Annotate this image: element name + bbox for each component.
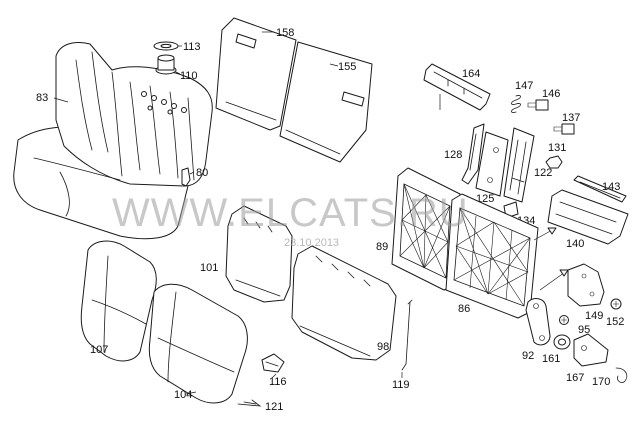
hinge-bracket-140[interactable] [547,189,629,245]
backrest-frame-89[interactable] [391,167,461,291]
latch-mechanism-122[interactable] [503,127,535,203]
label-113: 113 [183,41,201,53]
label-101: 101 [200,262,218,274]
label-89: 89 [376,241,388,253]
foam-pad-98[interactable] [291,245,397,361]
screw-95[interactable] [559,315,569,325]
spring-147[interactable] [511,95,521,113]
label-167: 167 [566,372,584,384]
rear-panel-155[interactable] [279,41,373,163]
screw-137[interactable] [553,123,575,135]
assembly-arrows [533,227,569,291]
label-83: 83 [36,92,48,104]
label-170: 170 [592,376,610,388]
label-98: 98 [377,341,389,353]
label-116: 116 [269,376,287,388]
label-80: 80 [196,167,208,179]
spring-clip-170[interactable] [615,367,628,383]
label-158: 158 [276,27,294,39]
label-164: 164 [462,68,480,80]
release-lever-128[interactable] [461,123,485,185]
label-107: 107 [90,344,108,356]
foam-pad-101[interactable] [225,205,293,303]
backrest-frame-86[interactable] [445,193,539,319]
watermark-text: WWW.ELCATS.RU [112,191,469,235]
bolt-146[interactable] [527,99,549,111]
cap-ring-113[interactable] [153,41,182,51]
nut-131[interactable] [545,155,563,169]
label-92: 92 [522,350,534,362]
seat-cover-assembly-83[interactable] [13,42,213,240]
label-155: 155 [338,61,356,73]
label-152: 152 [606,316,624,328]
hook-clip-80[interactable] [181,167,195,187]
rod-119[interactable] [401,299,413,378]
label-140: 140 [566,238,584,250]
hinge-plate-149[interactable] [567,263,605,307]
label-143: 143 [602,181,620,193]
label-121: 121 [265,401,283,413]
cover-107[interactable] [80,240,157,362]
rail-strip-143[interactable] [573,175,627,203]
retaining-clip-116[interactable] [261,353,285,379]
label-149: 149 [585,310,603,322]
head-restraint-guide-110[interactable] [155,54,181,75]
label-131: 131 [548,142,566,154]
label-119: 119 [392,379,410,391]
rear-panel-158[interactable] [215,17,297,131]
wire-121[interactable] [237,399,262,407]
screw-152[interactable] [610,298,622,310]
bracket-167[interactable] [573,333,609,367]
label-86: 86 [458,303,470,315]
label-95: 95 [578,324,590,336]
label-137: 137 [562,112,580,124]
label-104: 104 [174,389,192,401]
label-128: 128 [444,149,462,161]
latch-cover-164[interactable] [423,63,491,111]
label-110: 110 [180,70,198,82]
label-122: 122 [534,167,552,179]
label-161: 161 [542,353,560,365]
watermark-date: 23.10.2013 [284,237,339,249]
link-92[interactable] [525,298,551,346]
cover-104[interactable] [148,283,248,404]
label-146: 146 [542,88,560,100]
washer-161[interactable] [553,334,571,350]
label-147: 147 [515,80,533,92]
latch-plate-125[interactable] [475,131,509,197]
